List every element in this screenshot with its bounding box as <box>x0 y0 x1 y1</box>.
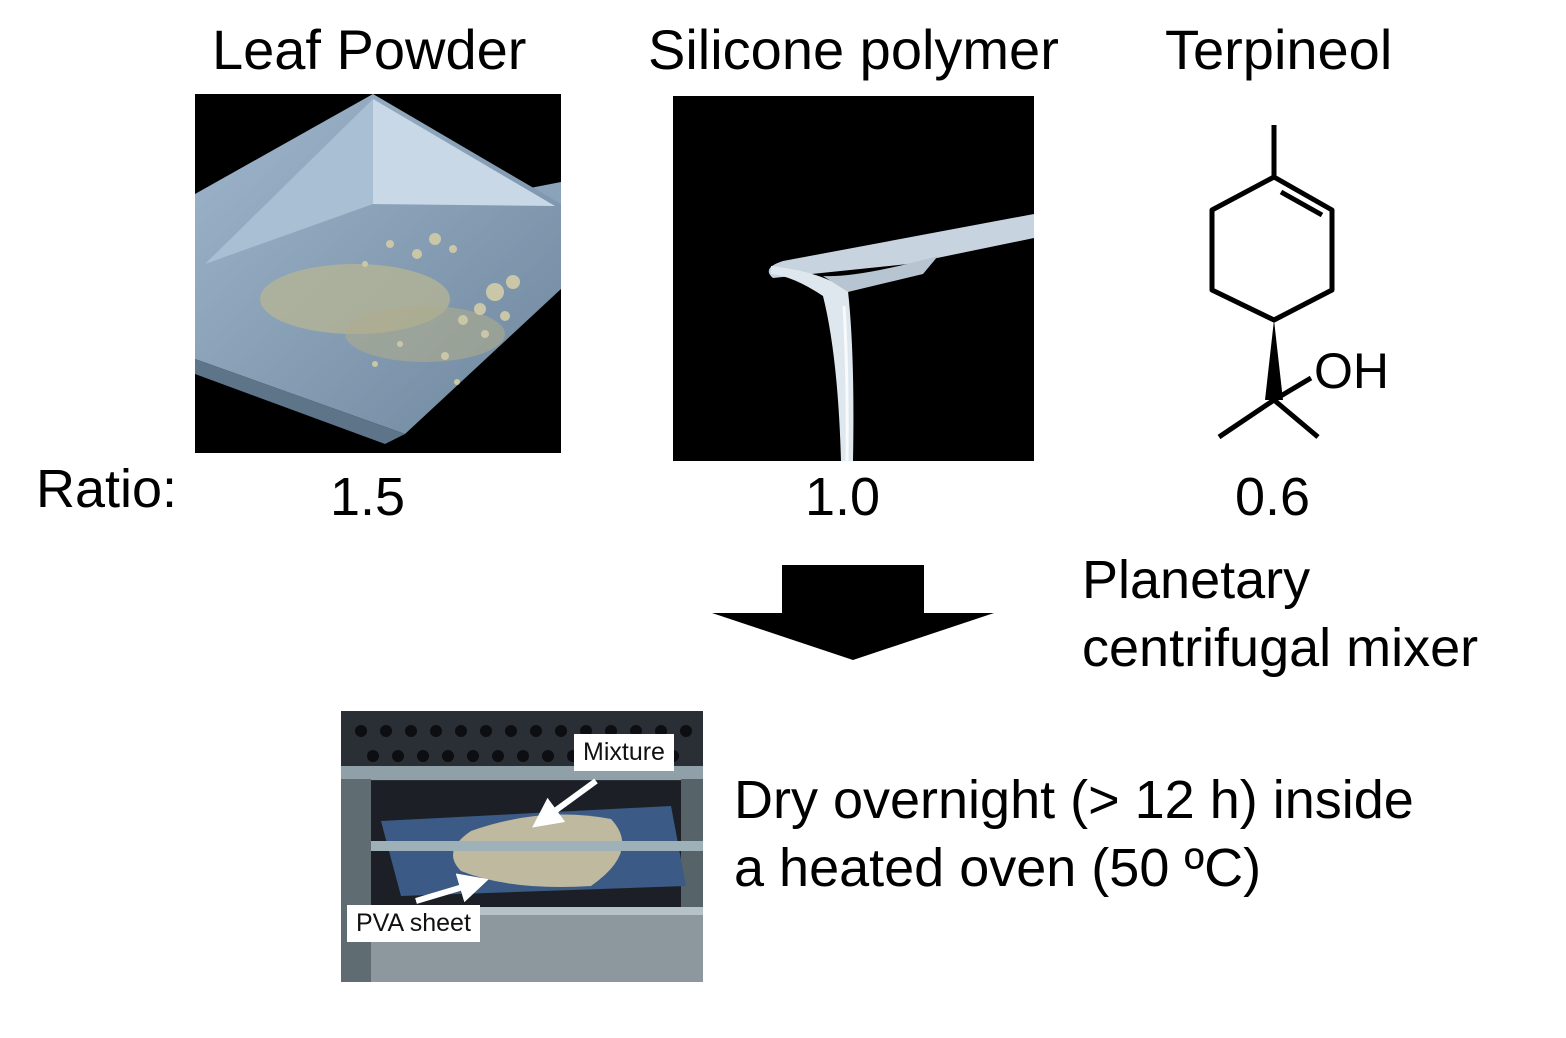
mixing-step-text: Planetary centrifugal mixer <box>1082 546 1478 682</box>
leaf-powder-tray-illustration <box>195 94 561 453</box>
silicone-drip-illustration <box>673 96 1034 461</box>
drying-step-line2: a heated oven (50 ºC) <box>734 838 1262 898</box>
leaf-powder-ratio: 1.5 <box>330 467 406 527</box>
down-arrow-icon <box>712 565 994 660</box>
mixing-step-line2: centrifugal mixer <box>1082 618 1479 678</box>
leaf-powder-title: Leaf Powder <box>212 18 527 81</box>
mixing-step-line1: Planetary <box>1082 550 1311 610</box>
silicone-polymer-ratio: 1.0 <box>805 467 881 527</box>
terpineol-title: Terpineol <box>1165 18 1393 81</box>
pva-sheet-callout: PVA sheet <box>347 905 480 942</box>
mixture-arrow-icon <box>532 778 598 828</box>
drying-step-text: Dry overnight (> 12 h) inside a heated o… <box>734 766 1414 902</box>
drying-step-line1: Dry overnight (> 12 h) inside <box>734 770 1414 830</box>
mixture-callout: Mixture <box>574 734 674 771</box>
callout-arrows <box>415 778 598 904</box>
terpineol-ratio: 0.6 <box>1235 467 1311 527</box>
terpineol-structure-icon <box>1209 125 1335 440</box>
wedge-bond <box>1265 320 1283 400</box>
oven-photo: Mixture PVA sheet <box>341 711 703 982</box>
hydroxyl-label: OH <box>1314 343 1389 399</box>
leaf-powder-photo <box>195 94 561 453</box>
silicone-polymer-title: Silicone polymer <box>648 18 1059 81</box>
pva-sheet-arrow-icon <box>415 873 489 904</box>
silicone-polymer-photo <box>673 96 1034 461</box>
ratio-label: Ratio: <box>36 459 178 519</box>
